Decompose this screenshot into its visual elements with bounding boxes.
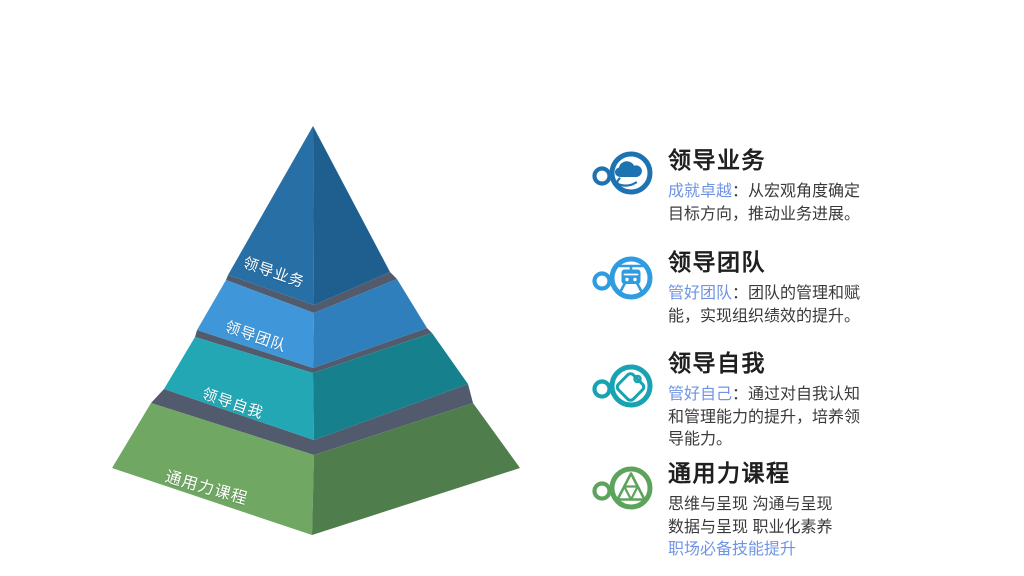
layered-triangle-icon (592, 466, 653, 510)
pyramid-gap-3 (151, 384, 473, 455)
item-title: 通用力课程 (668, 460, 791, 486)
badge-small-ring (592, 481, 612, 501)
badge-small-ring (592, 166, 612, 186)
cable-car-icon (592, 256, 653, 300)
price-tag-icon (592, 364, 653, 408)
badge-ring (609, 364, 653, 408)
item-general-courses: 通用力课程 思维与呈现 沟通与呈现 数据与呈现 职业化素养 职场必备技能提升 (591, 460, 886, 562)
triangle-inner (623, 485, 639, 501)
item-title: 领导团队 (668, 249, 766, 275)
description-text: ：通过对自我认知 和管理能力的提升，培养领 导能力。 (668, 386, 861, 448)
item-lead-business: 领导业务 成就卓越：从宏观角度确定 目标方向，推动业务进展。 (591, 147, 886, 226)
description-text: ：从宏观角度确定 目标方向，推动业务进展。 (668, 183, 861, 223)
pyramid-level-2-right-face (313, 279, 427, 368)
cloud-shape (615, 161, 642, 177)
tag-hole (633, 374, 642, 384)
description-text: 思维与呈现 沟通与呈现 数据与呈现 职业化素养 (668, 496, 833, 536)
pyramid-level-3-left-face (164, 337, 314, 440)
pyramid-level-3-right-face (313, 333, 468, 440)
pyramid-level-1-left-face (228, 126, 314, 305)
item-description: 管好团队：团队的管理和赋 能，实现组织绩效的提升。 (668, 283, 886, 328)
item-lead-team: 领导团队 管好团队：团队的管理和赋 能，实现组织绩效的提升。 (591, 249, 886, 328)
description-lead-in: 成就卓越 (668, 183, 733, 200)
badge-ring (609, 151, 653, 195)
pyramid-level-4-left-face (112, 403, 314, 535)
tag-outline (615, 372, 646, 402)
description-lead-in: 管好团队 (668, 285, 733, 302)
item-title: 领导业务 (668, 147, 766, 173)
item-title: 领导自我 (668, 350, 766, 376)
hand-curve (616, 177, 638, 187)
cloud-hand-icon (592, 151, 653, 195)
pyramid-level-4-right-face (312, 403, 520, 535)
description-text: ：团队的管理和赋 能，实现组织绩效的提升。 (668, 285, 861, 325)
item-description-footer: 职场必备技能提升 (668, 541, 797, 558)
pyramid-gap-2 (195, 328, 432, 373)
car-dot-left (625, 277, 629, 282)
item-description: 成就卓越：从宏观角度确定 目标方向，推动业务进展。 (668, 181, 886, 226)
badge-ring (609, 466, 653, 510)
pyramid-gap-1 (226, 272, 397, 313)
item-description: 思维与呈现 沟通与呈现 数据与呈现 职业化素养 (668, 494, 886, 539)
leg-right (636, 282, 643, 292)
car-dot-right (633, 277, 637, 282)
badge-ring (609, 256, 653, 300)
item-lead-self: 领导自我 管好自己：通过对自我认知 和管理能力的提升，培养领 导能力。 (591, 350, 886, 452)
badge-small-ring (592, 379, 612, 399)
car-body (621, 269, 641, 284)
badge-small-ring (592, 271, 612, 291)
leg-left (619, 282, 626, 292)
item-description: 管好自己：通过对自我认知 和管理能力的提升，培养领 导能力。 (668, 384, 886, 452)
pyramid-level-1-right-face (313, 126, 390, 305)
pyramid-level-2-left-face (197, 280, 314, 368)
description-lead-in: 管好自己 (668, 386, 733, 403)
